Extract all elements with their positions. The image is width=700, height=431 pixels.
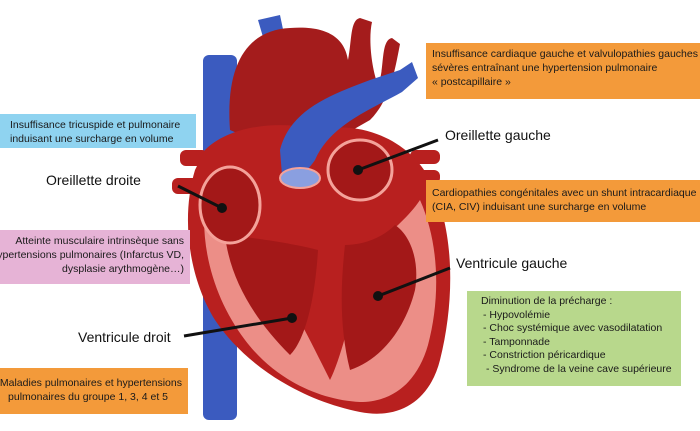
pointer-line	[357, 138, 439, 172]
pointer-dot	[217, 203, 227, 213]
box-line: « postcapillaire »	[432, 76, 511, 88]
box-line: (CIA, CIV) induisant une surcharge en vo…	[432, 201, 647, 213]
box-cardiopathies-congenitales: Cardiopathies congénitales avec un shunt…	[426, 180, 700, 222]
box-item: - Tamponnade	[483, 335, 550, 348]
box-line: sévères entraînant une hypertension pulm…	[432, 62, 658, 74]
box-insuffisance-tricuspide: Insuffisance tricuspide et pulmonaire in…	[0, 114, 196, 148]
box-line: Atteinte musculaire intrinsèque sans	[15, 235, 184, 247]
aorta	[229, 18, 400, 160]
box-line: induisant une surcharge en volume	[10, 133, 174, 145]
label-oreillette-droite: Oreillette droite	[46, 172, 141, 188]
pointer-line	[377, 266, 451, 298]
valve	[279, 167, 321, 189]
box-title: Diminution de la précharge :	[481, 295, 613, 307]
box-line: pulmonaires du groupe 1, 3, 4 et 5	[8, 391, 168, 403]
box-atteinte-musculaire: Atteinte musculaire intrinsèque sans hyp…	[0, 230, 190, 284]
pointer-line	[183, 316, 293, 338]
box-line: dysplasie arythmogène…)	[62, 263, 184, 275]
box-item: - Constriction péricardique	[483, 349, 606, 361]
pulmonary-trunk	[280, 62, 418, 180]
vessel-stub	[410, 150, 440, 164]
box-line: Insuffisance cardiaque gauche et valvulo…	[432, 48, 698, 60]
label-ventricule-droit: Ventricule droit	[78, 329, 171, 345]
right-atrium-chamber	[198, 165, 262, 245]
box-item: - Hypovolémie	[483, 308, 551, 321]
right-ventricle-chamber	[225, 235, 318, 355]
box-item: - Choc systémique avec vasodilatation	[483, 322, 663, 334]
box-line: hypertensions pulmonaires (Infarctus VD,	[0, 249, 184, 261]
pointer-dot	[373, 291, 383, 301]
box-line: Maladies pulmonaires et hypertensions	[0, 377, 182, 389]
box-diminution-precharge: Diminution de la précharge : - Hypovolém…	[467, 291, 681, 386]
pointer-line	[177, 184, 223, 210]
box-maladies-pulmonaires: Maladies pulmonaires et hypertensions pu…	[0, 368, 188, 414]
box-item: - Syndrome de la veine cave supérieure	[486, 362, 672, 375]
box-line: Cardiopathies congénitales avec un shunt…	[432, 187, 697, 199]
label-ventricule-gauche: Ventricule gauche	[456, 255, 568, 271]
pointer-dot	[353, 165, 363, 175]
box-insuffisance-gauche: Insuffisance cardiaque gauche et valvulo…	[426, 43, 700, 99]
box-line: Insuffisance tricuspide et pulmonaire	[10, 119, 181, 131]
label-oreillette-gauche: Oreillette gauche	[445, 127, 551, 143]
pointer-dot	[287, 313, 297, 323]
